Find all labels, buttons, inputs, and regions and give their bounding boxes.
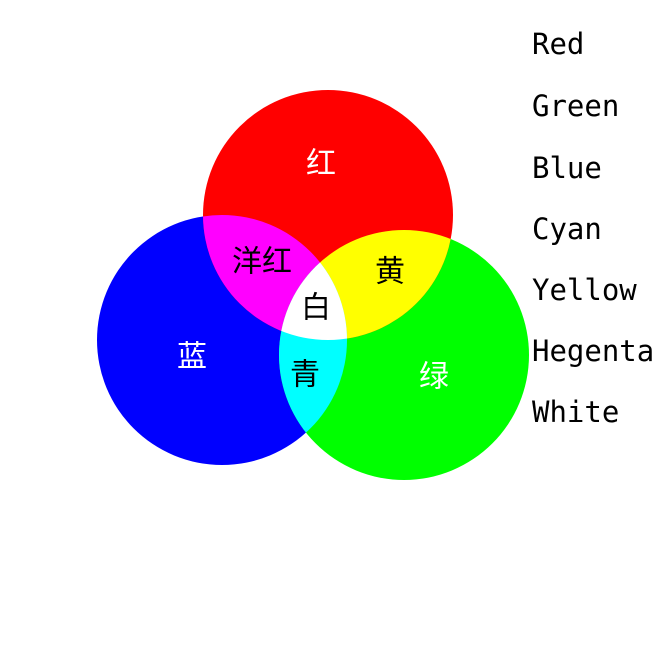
- blue-label: 蓝: [177, 340, 207, 375]
- yellow-label: 黄: [375, 255, 405, 290]
- legend-item-red: Red: [532, 27, 585, 61]
- legend-item-green: Green: [532, 89, 620, 123]
- cyan-label: 青: [290, 358, 320, 393]
- red-label: 红: [306, 147, 336, 182]
- magenta-label: 洋红: [232, 245, 292, 280]
- legend-item-magenta: Hegenta: [532, 334, 654, 368]
- legend-item-cyan: Cyan: [532, 212, 602, 246]
- legend-item-blue: Blue: [532, 151, 602, 185]
- white-label: 白: [301, 291, 331, 326]
- magenta-overlap: [203, 215, 347, 340]
- legend-item-white: White: [532, 395, 620, 429]
- yellow-overlap: [279, 230, 453, 340]
- green-label: 绿: [419, 360, 449, 395]
- legend-item-yellow: Yellow: [532, 273, 637, 307]
